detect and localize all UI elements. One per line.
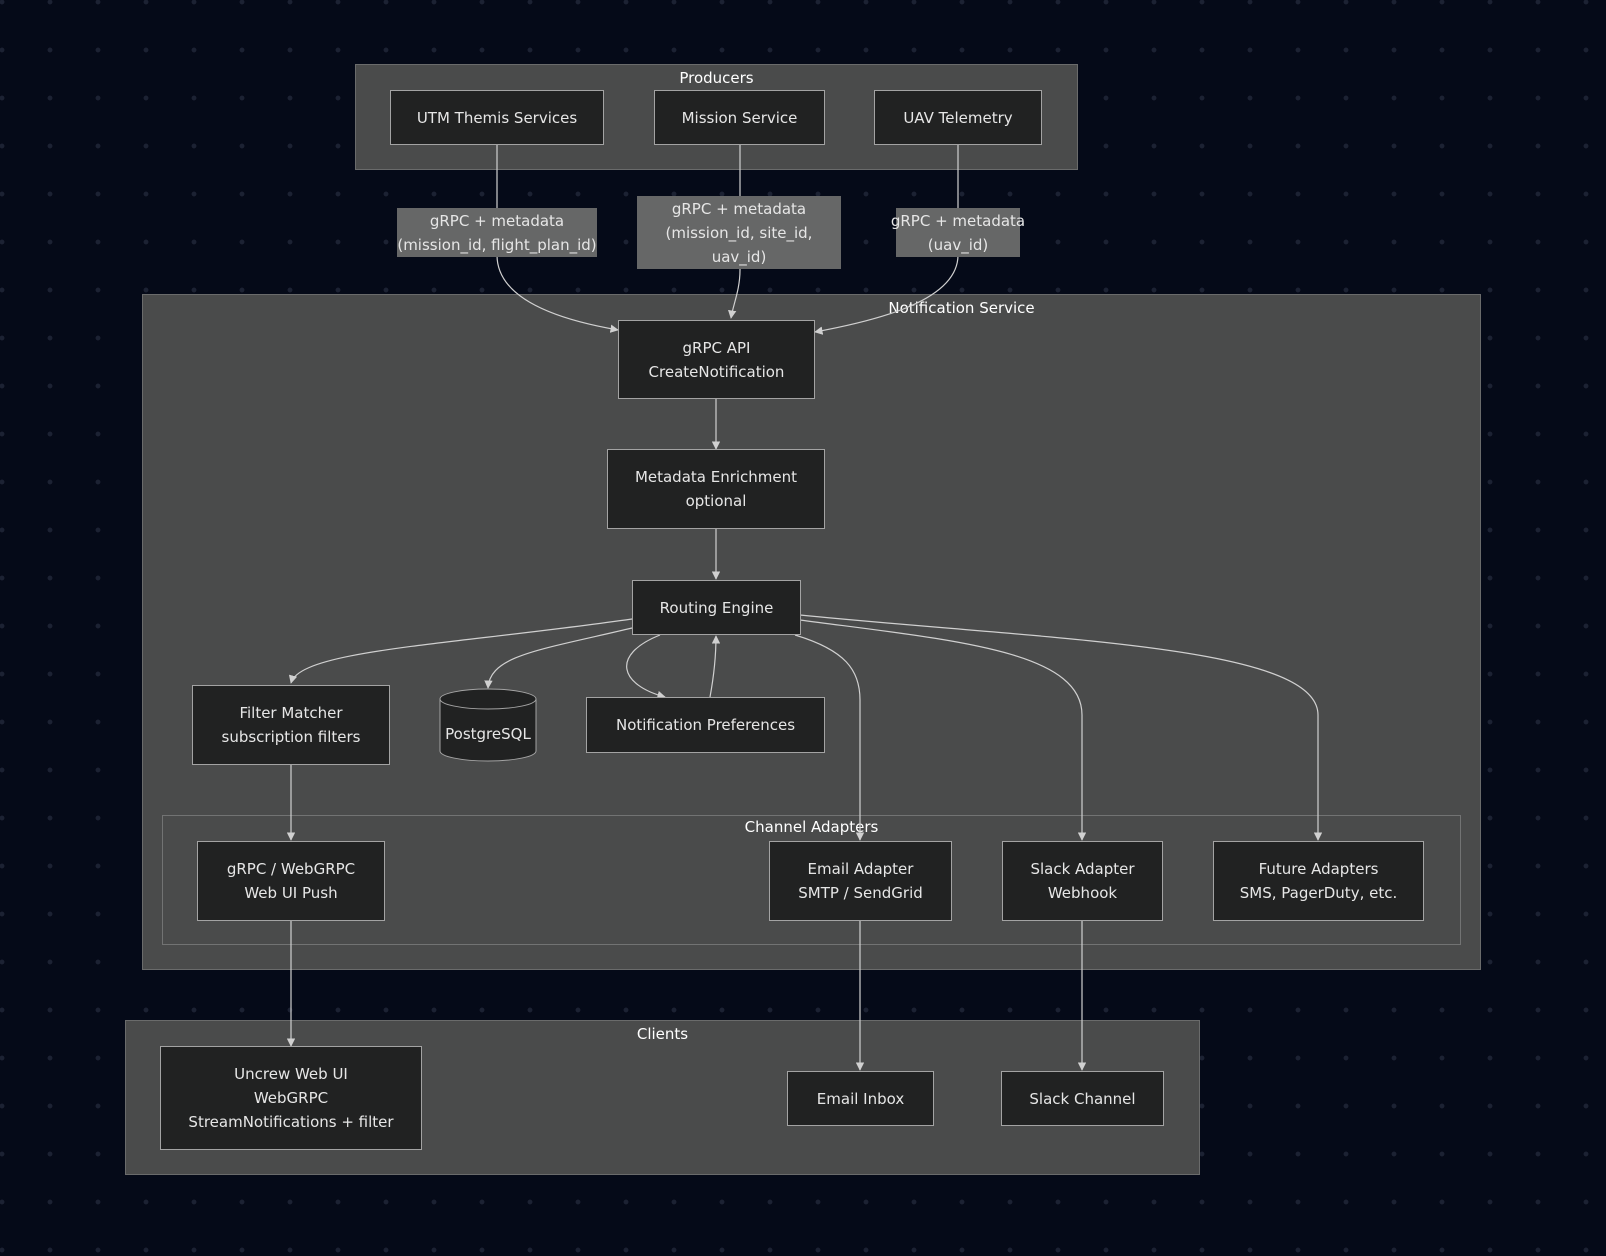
email-adapter-node[interactable]: Email Adapter SMTP / SendGrid — [769, 841, 952, 921]
utm-themis-label: UTM Themis Services — [416, 108, 578, 127]
mission-edge-label: gRPC + metadata (mission_id, site_id, ua… — [637, 196, 841, 269]
mission-service-node[interactable]: Mission Service — [654, 90, 825, 145]
producers-title: Producers — [679, 69, 754, 87]
filter-matcher-node[interactable]: Filter Matcher subscription filters — [192, 685, 390, 765]
uncrew-web-ui-node[interactable]: Uncrew Web UI WebGRPC StreamNotification… — [160, 1046, 422, 1150]
slack-channel-node[interactable]: Slack Channel — [1001, 1071, 1164, 1126]
notification-preferences-node[interactable]: Notification Preferences — [586, 697, 825, 753]
clients-title: Clients — [636, 1025, 689, 1043]
grpc-webgrpc-node[interactable]: gRPC / WebGRPC Web UI Push — [197, 841, 385, 921]
uav-telemetry-label: UAV Telemetry — [903, 108, 1013, 127]
utm-themis-services-node[interactable]: UTM Themis Services — [390, 90, 604, 145]
notification-service-title: Notification Service — [888, 299, 1035, 317]
mission-service-label: Mission Service — [681, 108, 798, 127]
slack-adapter-node[interactable]: Slack Adapter Webhook — [1002, 841, 1163, 921]
channel-adapters-title: Channel Adapters — [744, 818, 879, 836]
routing-engine-node[interactable]: Routing Engine — [632, 580, 801, 635]
utm-edge-label: gRPC + metadata (mission_id, flight_plan… — [397, 208, 597, 257]
grpc-api-node[interactable]: gRPC API CreateNotification — [618, 320, 815, 399]
metadata-enrichment-node[interactable]: Metadata Enrichment optional — [607, 449, 825, 529]
postgresql-label: PostgreSQL — [445, 725, 531, 743]
uav-edge-label: gRPC + metadata (uav_id) — [891, 208, 1025, 257]
uav-telemetry-node[interactable]: UAV Telemetry — [874, 90, 1042, 145]
future-adapters-node[interactable]: Future Adapters SMS, PagerDuty, etc. — [1213, 841, 1424, 921]
email-inbox-node[interactable]: Email Inbox — [787, 1071, 934, 1126]
